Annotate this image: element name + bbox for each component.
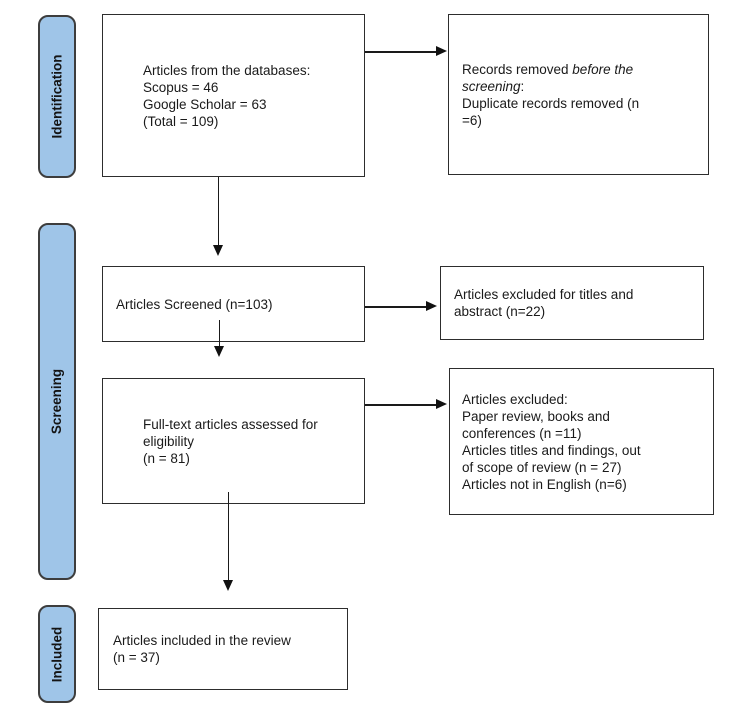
box-fulltext-assessed: Full-text articles assessed for eligibil…	[102, 378, 365, 504]
stage-label-screening: Screening	[38, 223, 76, 580]
box-excluded-fulltext: Articles excluded: Paper review, books a…	[449, 368, 714, 515]
arrow-fulltext-to-excluded-full-head-icon	[436, 399, 447, 409]
arrow-screened-to-excluded-titles-head-icon	[426, 301, 437, 311]
stage-label-identification-text: Identification	[49, 54, 65, 139]
arrow-fulltext-to-included-line	[227, 492, 229, 580]
excluded-titles-text: Articles excluded for titles and abstrac…	[454, 287, 634, 319]
excluded-fulltext-title: Articles excluded:	[462, 391, 568, 407]
included-line: (n = 37)	[113, 650, 160, 665]
stage-label-included: Included	[38, 605, 76, 703]
records-removed-italic: before the screening	[462, 61, 634, 94]
fulltext-line: (n = 81)	[143, 450, 190, 466]
arrow-databases-to-records-removed-line	[365, 51, 436, 53]
records-removed-heading: Records removed before the screening:	[462, 61, 650, 95]
databases-line: Google Scholar = 63	[143, 96, 267, 112]
arrow-databases-to-records-removed-head-icon	[436, 46, 447, 56]
box-articles-screened: Articles Screened (n=103)	[102, 266, 365, 342]
records-removed-suffix: :	[520, 78, 525, 94]
arrow-fulltext-to-excluded-full-line	[365, 404, 436, 406]
arrow-databases-to-screened-line	[217, 177, 219, 245]
fulltext-line: eligibility	[143, 433, 195, 449]
arrow-screened-to-fulltext-line	[218, 320, 220, 346]
fulltext-line: Full-text articles assessed for	[143, 416, 318, 432]
arrow-screened-to-fulltext-head-icon	[213, 346, 224, 357]
databases-line: Scopus = 46	[143, 79, 219, 95]
excluded-fulltext-item: Paper review, books and conferences (n =…	[462, 408, 610, 441]
excluded-fulltext-item: Articles not in English (n=6)	[462, 476, 627, 492]
arrow-screened-to-excluded-titles-line	[365, 306, 426, 308]
databases-line: (Total = 109)	[143, 113, 219, 129]
stage-label-identification: Identification	[38, 15, 76, 178]
articles-screened-text: Articles Screened (n=103)	[116, 296, 273, 312]
records-removed-prefix: Records removed	[462, 61, 573, 77]
box-records-removed: Records removed before the screening: Du…	[448, 14, 709, 175]
stage-label-screening-text: Screening	[49, 368, 65, 435]
box-articles-included: Articles included in the review (n = 37)	[98, 608, 348, 690]
arrow-databases-to-screened-head-icon	[212, 245, 223, 256]
box-excluded-titles-abstract: Articles excluded for titles and abstrac…	[440, 266, 704, 340]
stage-label-included-text: Included	[49, 626, 65, 682]
excluded-fulltext-item: Articles titles and findings, out of sco…	[462, 442, 641, 475]
databases-line: Articles from the databases:	[143, 62, 311, 78]
box-articles-from-databases: Articles from the databases: Scopus = 46…	[102, 14, 365, 177]
records-removed-detail: Duplicate records removed (n =6)	[462, 95, 640, 128]
arrow-fulltext-to-included-head-icon	[222, 580, 233, 591]
included-line: Articles included in the review	[113, 633, 291, 648]
